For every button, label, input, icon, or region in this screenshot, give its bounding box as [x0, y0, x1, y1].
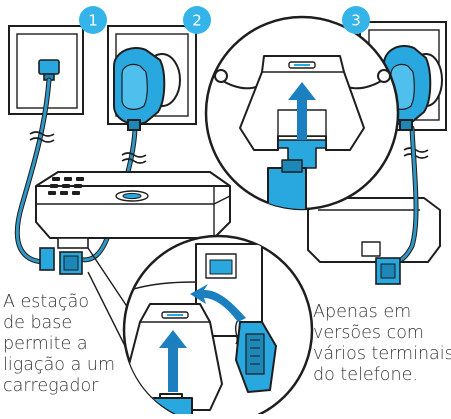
- zoom-circle-bottom: [122, 234, 314, 419]
- caption-base-charger: A estação de base permite a ligação a um…: [3, 292, 115, 397]
- insert-arrow-top: [288, 82, 316, 140]
- cable-break-marks: [29, 131, 429, 164]
- step-badge-2: 2: [183, 6, 211, 34]
- callout-lines: [87, 247, 129, 353]
- caption-line: ligação a um: [3, 355, 115, 375]
- base-back-connectors: [39, 237, 89, 275]
- caption-line: A estação: [3, 292, 90, 312]
- svg-text:1: 1: [88, 12, 98, 30]
- charger-cradle: [307, 197, 441, 263]
- caption-line: do telefone.: [313, 365, 418, 385]
- step-badge-1: 1: [79, 6, 107, 34]
- phone-cable-color: [15, 78, 51, 264]
- svg-text:2: 2: [192, 12, 202, 30]
- caption-multi-handset: Apenas em versões com vários terminais d…: [313, 302, 451, 386]
- caption-line: Apenas em: [313, 302, 412, 322]
- insert-arrow-bottom: [159, 284, 246, 392]
- caption-line: permite a: [3, 334, 88, 354]
- power-adapter-2: [113, 47, 181, 131]
- caption-line: carregador: [3, 376, 99, 396]
- step-badge-3: 3: [342, 6, 370, 34]
- caption-line: versões com: [313, 323, 424, 343]
- base-station: [35, 171, 231, 239]
- caption-line: de base: [3, 313, 73, 333]
- zoom-circle-top: [204, 15, 400, 211]
- base-keypad: [48, 177, 84, 195]
- charger-plug-3: [375, 257, 401, 285]
- caption-line: vários terminais: [313, 344, 451, 364]
- svg-text:3: 3: [351, 12, 361, 30]
